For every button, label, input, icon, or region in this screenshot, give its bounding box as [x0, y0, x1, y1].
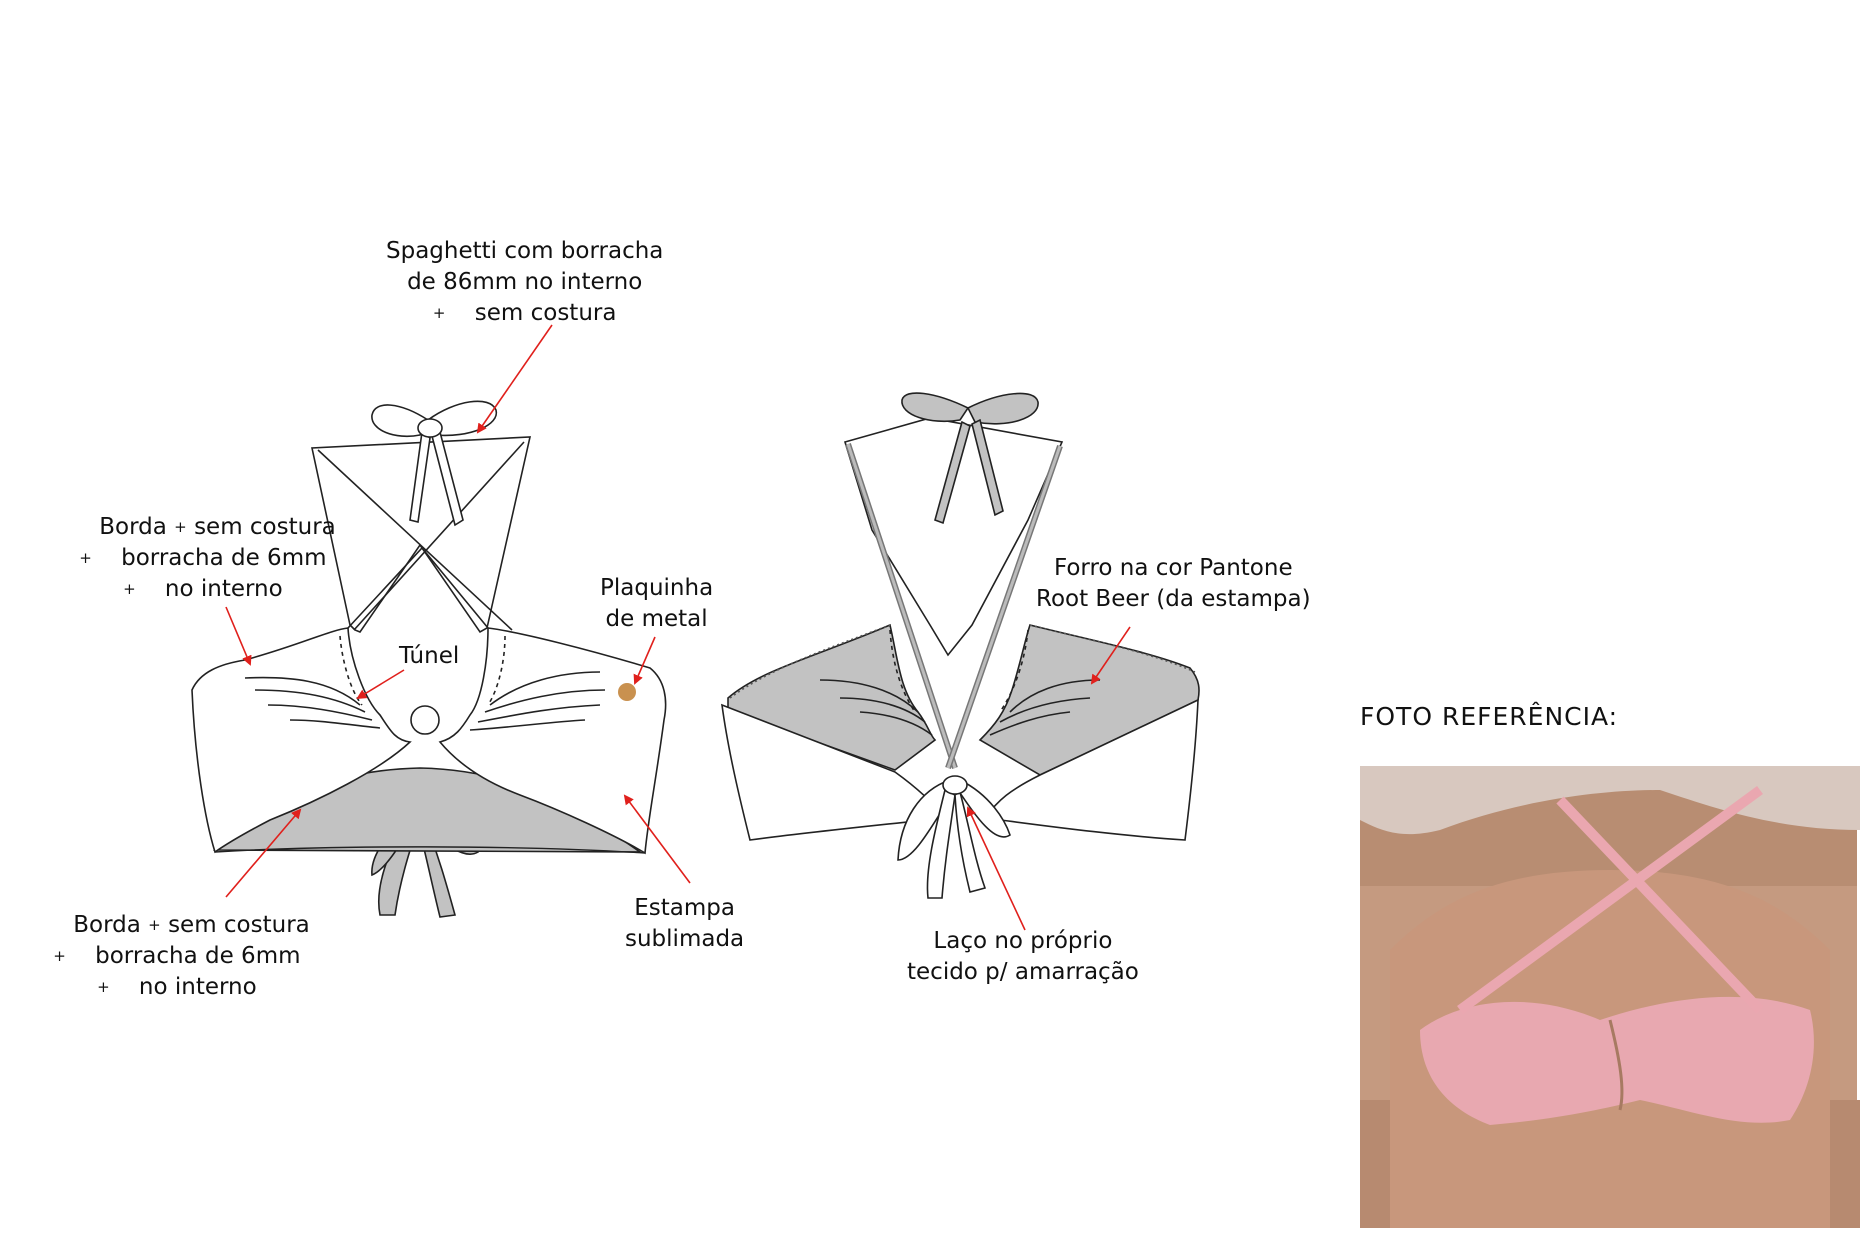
reference-bikini: [1420, 996, 1814, 1125]
label-tunel-text: Túnel: [399, 643, 460, 669]
arrow-laco: [966, 806, 1026, 931]
label-borda-bottom: Borda + sem costura + borracha de 6mm + …: [44, 910, 310, 1003]
label-borda-bottom-line1: Borda: [73, 912, 141, 938]
label-estampa: Estampa sublimada: [625, 893, 744, 955]
label-estampa-line2: sublimada: [625, 926, 745, 952]
label-spaghetti-line3: sem costura: [474, 300, 617, 326]
callout-arrows: [225, 324, 1131, 931]
label-borda-bottom-line1b: sem costura: [168, 912, 310, 938]
arrow-estampa: [623, 794, 691, 884]
label-borda-top-line3-wrap: + no interno: [70, 574, 336, 605]
back-right-panel: [983, 698, 1199, 841]
label-laco-line2: tecido p/ amarração: [907, 959, 1139, 985]
plus-sign: +: [174, 518, 187, 536]
label-borda-bottom-line3-wrap: + no interno: [44, 972, 310, 1003]
label-spaghetti-line1: Spaghetti com borracha: [386, 238, 664, 264]
label-borda-top-line2: borracha de 6mm: [121, 545, 327, 571]
label-borda-bottom-line2-wrap: + borracha de 6mm: [44, 941, 310, 972]
label-estampa-line1: Estampa: [634, 895, 735, 921]
label-plaquinha-line1: Plaquinha: [600, 575, 714, 601]
plus-sign: +: [53, 947, 66, 965]
label-borda-top-line2-wrap: + borracha de 6mm: [70, 543, 336, 574]
front-view: [191, 400, 667, 918]
label-borda-top-line3: no interno: [164, 576, 283, 602]
back-tie-bow: [897, 775, 1011, 899]
label-borda-top-line1: Borda: [99, 514, 167, 540]
label-spaghetti-line3-wrap: + sem costura: [386, 298, 663, 329]
arrow-borda-top: [225, 606, 252, 666]
front-ring: [410, 705, 440, 735]
arrow-spaghetti: [476, 324, 553, 434]
label-forro-line2: Root Beer (da estampa): [1036, 586, 1311, 612]
arrow-forro: [1090, 626, 1131, 685]
plus-sign: +: [97, 978, 110, 996]
label-forro: Forro na cor Pantone Root Beer (da estam…: [1036, 553, 1311, 615]
arrow-plaquinha: [633, 636, 656, 685]
back-neck-bow: [901, 392, 1039, 525]
label-laco-line1: Laço no próprio: [933, 928, 1113, 954]
plus-sign: +: [432, 304, 446, 322]
plus-sign: +: [79, 549, 92, 567]
label-tunel: Túnel: [399, 641, 459, 672]
label-plaquinha: Plaquinha de metal: [600, 573, 713, 635]
reference-photo: [1360, 766, 1860, 1228]
label-borda-bottom-line2: borracha de 6mm: [95, 943, 301, 969]
label-forro-line1: Forro na cor Pantone: [1053, 555, 1293, 581]
label-spaghetti: Spaghetti com borracha de 86mm no intern…: [386, 236, 663, 329]
arrow-tunel: [356, 669, 405, 700]
front-left-cup: [191, 627, 412, 854]
label-borda-top-line1-wrap: Borda + sem costura: [70, 512, 336, 543]
label-borda-bottom-line1-wrap: Borda + sem costura: [44, 910, 310, 941]
plus-sign: +: [148, 916, 161, 934]
back-view: [721, 392, 1200, 899]
plus-sign: +: [123, 580, 136, 598]
metal-plate: [618, 683, 636, 701]
front-right-cup: [438, 627, 667, 855]
label-borda-bottom-line3: no interno: [138, 974, 257, 1000]
label-borda-top: Borda + sem costura + borracha de 6mm + …: [70, 512, 336, 605]
label-borda-top-line1b: sem costura: [194, 514, 336, 540]
reference-title: FOTO REFERÊNCIA:: [1360, 702, 1619, 731]
label-spaghetti-line2: de 86mm no interno: [407, 269, 643, 295]
arrow-borda-bottom: [225, 808, 302, 898]
label-laco: Laço no próprio tecido p/ amarração: [907, 926, 1139, 988]
label-plaquinha-line2: de metal: [605, 606, 708, 632]
